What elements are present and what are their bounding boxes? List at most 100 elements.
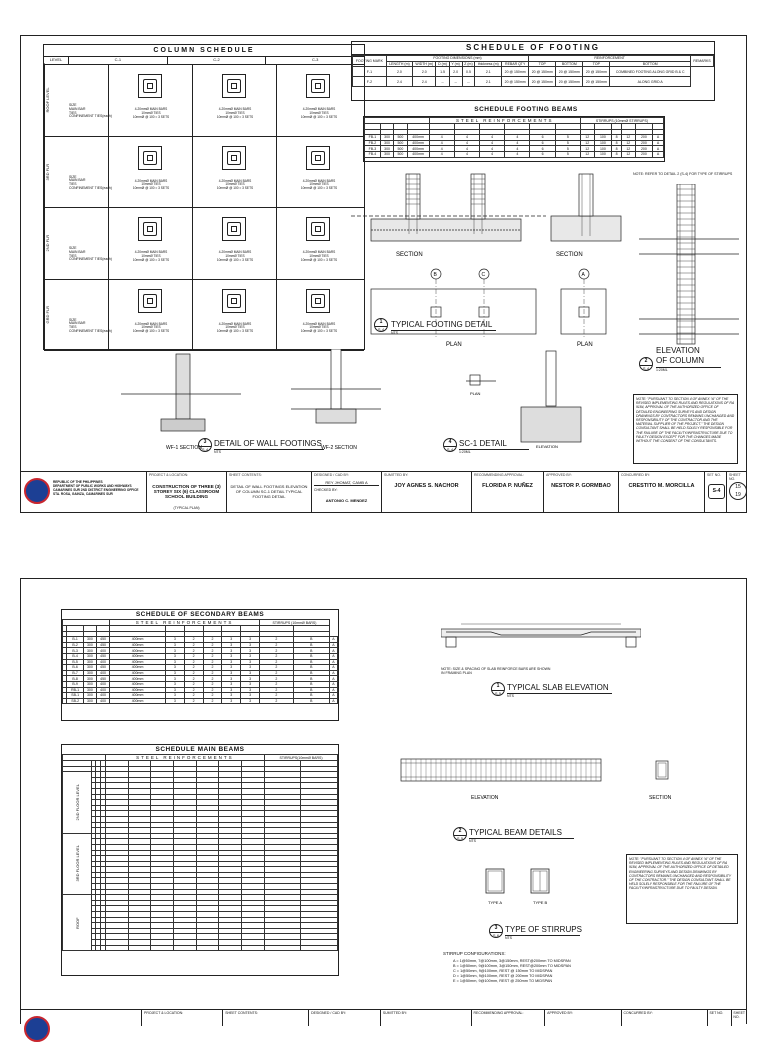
table-cell: 3	[221, 697, 242, 705]
beam-elevation-drawing: ELEVATION SECTION	[400, 758, 672, 801]
table-cell: 400mm	[406, 151, 430, 158]
table-cell: 2.4	[385, 76, 414, 88]
table-cell: 4	[479, 151, 506, 158]
table-cell: 20 @ 150mm	[555, 76, 584, 88]
table-header: STIRRUPS (10mmØ BARS)	[258, 619, 330, 626]
table-cell: F-1	[352, 66, 387, 78]
table-cell: 200	[634, 151, 654, 158]
concurred-block: CONCURRED BY: CRESTITO M. MORCILLA	[619, 472, 705, 512]
table-cell	[264, 944, 302, 952]
table-cell	[61, 697, 68, 705]
column-section-icon	[138, 288, 162, 313]
table-header-row	[364, 128, 664, 136]
table-cell	[300, 944, 338, 952]
column-section-icon	[306, 217, 330, 241]
column-cell-note: 4-20mmØ MAIN BARS 10mmØ TIES 10mmØ @ 100…	[132, 321, 170, 334]
table-row	[63, 939, 338, 946]
column-cell-note: 4-20mmØ MAIN BARS 10mmØ TIES 10mmØ @ 100…	[132, 178, 170, 191]
table-cell: 300	[379, 151, 395, 158]
design-note-2: NOTE: "PURSUANT TO SECTION 4 OF ANNEX “A…	[626, 854, 738, 924]
grid-label-a: A	[582, 272, 586, 278]
sheet-total: 19	[735, 492, 741, 498]
column-section-icon	[138, 217, 162, 241]
main-beams-title: SCHEDULE MAIN BEAMS	[155, 746, 245, 753]
table-header-row	[61, 625, 338, 632]
column-cell-note: 4-20mmØ MAIN BARS 10mmØ TIES 10mmØ @ 100…	[216, 178, 254, 191]
column-divider	[192, 135, 193, 207]
table-row	[63, 871, 338, 879]
footing-beams-title: SCHEDULE FOOTING BEAMS	[474, 106, 578, 113]
stirrup-config-list: A = 1@50mm, 7@100mm, 3@150mm, REST@200mm…	[453, 959, 571, 984]
table-cell: 20 @ 150mm	[501, 66, 530, 78]
table-cell: 8	[611, 151, 622, 158]
recommending-cap-2: RECOMMENDING APPROVAL:	[472, 1010, 546, 1026]
table-cell: 5	[554, 151, 581, 158]
level-label: ROOF LEVEL	[44, 64, 69, 136]
sc1-plan-label: PLAN	[470, 391, 481, 396]
dpwh-logo-icon	[24, 478, 50, 504]
column-cell-note: 4-20mmØ MAIN BARS 10mmØ TIES 10mmØ @ 100…	[216, 250, 254, 262]
column-section-icon	[222, 217, 246, 241]
footing-detail-title: TYPICAL FOOTING DETAIL	[391, 320, 493, 329]
level-label: ROOF	[62, 894, 92, 951]
level-label: 2ND FLOOR LEVEL	[62, 771, 92, 834]
level-label: GRD FLR	[44, 278, 69, 350]
sc1-title: SC-1 DETAIL	[459, 439, 507, 448]
table-cell: FB-4	[364, 151, 381, 158]
slab-note: NOTE: SIZE & SPACING OF SLAB REINFORCE B…	[441, 667, 551, 675]
table-cell: 300	[82, 697, 98, 705]
table-header: FOOTING MARK	[352, 54, 387, 68]
approved-cap-2: APPROVED BY:	[545, 1010, 622, 1026]
footing-stirrup-note: NOTE: REFER TO DETAIL 2 (S-4) FOR TYPE O…	[633, 172, 733, 176]
table-cell: 20 @ 150mm	[528, 76, 557, 88]
table-cell: ALONG GRID A	[609, 76, 692, 88]
sc1-scale: 1:20ML	[459, 449, 529, 454]
column-section-icon	[306, 74, 330, 98]
plan-label-left: PLAN	[446, 342, 462, 348]
table-cell	[127, 944, 152, 952]
plan-label-right: PLAN	[577, 342, 593, 348]
table-cell: 0.5	[461, 66, 476, 78]
stirrups-scale: NTS	[505, 935, 580, 940]
submitted-cap-2: SUMITTED BY:	[381, 1010, 472, 1026]
project-cap-2: PROJECT & LOCATION:	[142, 1010, 224, 1026]
submitted-block: SUMITTED BY: JOY AGNES S. NACHOR	[382, 472, 472, 512]
table-cell	[195, 944, 220, 952]
stirrup-type-a-label: TYPE A	[488, 900, 502, 905]
approved-name: NESTOR P. GORMBAO	[551, 483, 611, 489]
column-divider	[276, 64, 277, 136]
table-header: STEEL REINFORCEMENTS	[428, 117, 581, 124]
title-block-2: PROJECT & LOCATION: SHEET CONTENTS: DESI…	[21, 1009, 746, 1042]
stirrup-config-item: C = 1@50mm, 9@100mm, REST @ 150mm TO MID…	[453, 969, 553, 973]
table-cell: 20 @ 150mm	[555, 66, 584, 78]
footing-schedule-title: SCHEDULE OF FOOTING	[352, 42, 714, 55]
table-subheader	[62, 765, 92, 773]
table-row	[63, 799, 338, 806]
wf2-label: WF-2 SECTION	[321, 445, 357, 451]
table-cell: 12	[579, 151, 595, 158]
table-subheader: LENGTH (m)	[385, 60, 414, 68]
designed-cap-2: DESIGNED / CAD BY:	[309, 1010, 381, 1026]
elevation-column-title: ELEVATION	[656, 346, 700, 355]
column-divider	[192, 278, 193, 350]
table-cell: 3	[164, 697, 185, 705]
set-no: S-4	[708, 484, 725, 499]
wall-footings-title: DETAIL OF WALL FOOTINGS	[214, 439, 322, 448]
col-header-c3: C-3	[311, 57, 319, 62]
main-beams-schedule: SCHEDULE MAIN BEAMS STEEL REINFORCEMENTS…	[61, 744, 339, 976]
table-cell: A	[328, 697, 339, 705]
column-section-icon	[138, 74, 162, 98]
table-subheader: WIDTH (m)	[412, 60, 437, 68]
beam-elevation-label: ELEVATION	[471, 795, 499, 801]
project-sub: (TYPICAL PLAN)	[173, 506, 200, 510]
column-cell-note: 4-20mmØ MAIN BARS 10mmØ TIES 10mmØ @ 100…	[216, 107, 254, 119]
